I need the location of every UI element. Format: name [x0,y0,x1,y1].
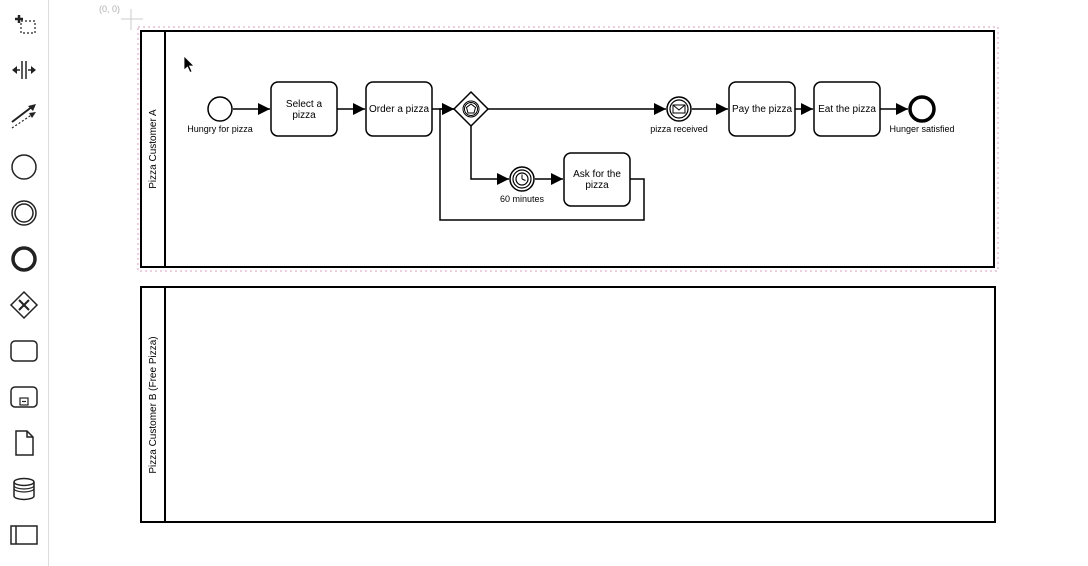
origin-label: (0, 0) [99,4,121,14]
pool-label: Pizza Customer A [148,109,159,189]
task-pay-pizza[interactable]: Pay the pizza [728,81,796,137]
selection-outline [137,26,999,272]
task-eat-pizza[interactable]: Eat the pizza [813,81,881,137]
end-event-hunger-satisfied[interactable]: Hunger satisfied [889,95,955,134]
create-pool[interactable] [6,517,42,553]
flow-gateway-to-timer [470,126,509,185]
task-icon [10,340,38,362]
create-data-object[interactable] [6,425,42,461]
create-task[interactable] [6,333,42,369]
end-event-icon [11,246,37,272]
subprocess-icon [10,386,38,408]
pool-pizza-customer-a[interactable]: Pizza Customer A [140,30,995,268]
task-label: Order a pizza [369,104,429,115]
task-label: Select a [286,99,323,110]
create-data-store[interactable] [6,471,42,507]
create-end-event[interactable] [6,241,42,277]
envelope-icon [672,104,686,114]
task-label: pizza [585,180,609,191]
task-order-pizza[interactable]: Order a pizza [365,81,433,137]
space-tool-icon [12,61,36,79]
data-store-icon [13,477,35,501]
pool-label: Pizza Customer B (Free Pizza) [148,336,159,473]
lasso-tool[interactable] [6,6,42,42]
task-label: pizza [292,110,316,121]
pool-icon [10,525,38,545]
create-start-event[interactable] [6,149,42,185]
message-event-label: pizza received [650,124,708,134]
origin-marker [121,9,143,30]
start-event-icon [11,154,37,180]
sequence-flows [233,103,908,221]
create-subprocess[interactable] [6,379,42,415]
flow-ask-to-gateway [439,103,645,221]
start-event-label: Hungry for pizza [187,124,253,134]
message-event-pizza-received[interactable]: pizza received [650,96,708,134]
intermediate-event-icon [11,200,37,226]
gateway-icon [9,290,39,320]
mouse-cursor-icon [183,55,195,74]
data-object-icon [15,430,34,456]
lasso-icon [15,15,36,34]
event-based-gateway[interactable] [452,90,490,128]
task-ask-pizza[interactable]: Ask for the pizza [563,152,631,207]
start-event-hungry[interactable]: Hungry for pizza [187,96,253,134]
task-select-pizza[interactable]: Select a pizza [270,81,338,137]
end-event-label: Hunger satisfied [889,124,954,134]
tool-palette [0,0,49,566]
space-tool[interactable] [6,52,42,88]
pool-pizza-customer-b[interactable]: Pizza Customer B (Free Pizza) [140,286,996,523]
task-label: Eat the pizza [818,104,876,115]
timer-event-60-minutes[interactable]: 60 minutes [500,166,545,204]
create-gateway[interactable] [6,287,42,323]
global-connect-tool[interactable] [6,97,42,133]
task-label: Pay the pizza [732,104,792,115]
connect-icon [11,104,36,129]
timer-event-label: 60 minutes [500,194,545,204]
task-label: Ask for the [573,169,621,180]
create-intermediate-event[interactable] [6,195,42,231]
